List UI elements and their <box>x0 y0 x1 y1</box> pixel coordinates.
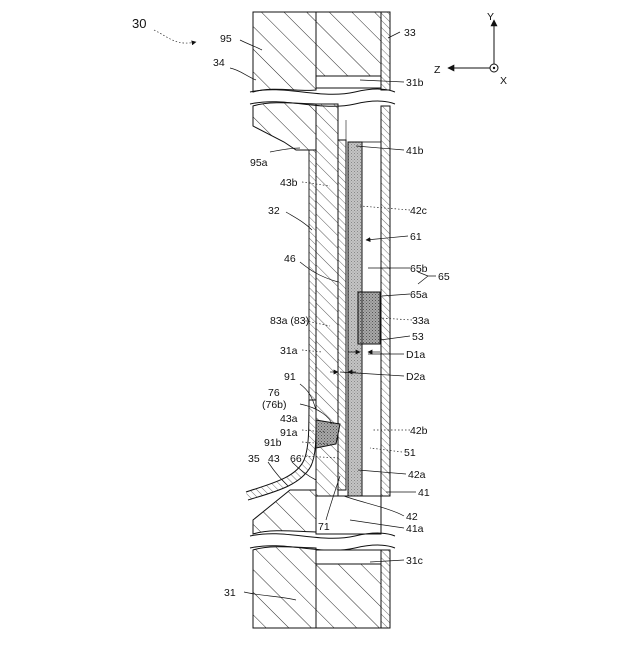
label-41a: 41a <box>406 523 424 535</box>
label-41: 41 <box>418 487 430 499</box>
label-43a: 43a <box>280 413 298 425</box>
label-83a: 83a (83) <box>270 315 309 327</box>
label-65a: 65a <box>410 289 428 301</box>
cover-33-bottom <box>381 550 390 628</box>
label-34: 34 <box>213 57 225 69</box>
wedge-91 <box>316 420 340 448</box>
label-51: 51 <box>404 447 416 459</box>
label-53: 53 <box>412 331 424 343</box>
label-76b: (76b) <box>262 399 287 411</box>
part-31-bottom-right <box>316 564 381 628</box>
label-65: 65 <box>438 271 450 283</box>
label-42c: 42c <box>410 205 427 217</box>
film-32 <box>309 150 316 400</box>
top-block <box>253 12 390 92</box>
label-33a: 33a <box>412 315 430 327</box>
label-42: 42 <box>406 511 418 523</box>
label-42b: 42b <box>410 425 428 437</box>
housing-lower <box>253 490 316 534</box>
label-33: 33 <box>404 27 416 39</box>
label-30: 30 <box>132 16 146 31</box>
label-65b: 65b <box>410 263 428 275</box>
label-71: 71 <box>318 521 330 533</box>
label-32: 32 <box>268 205 280 217</box>
label-D1a: D1a <box>406 349 425 361</box>
cover-33-mid <box>381 106 390 496</box>
label-95a: 95a <box>250 157 268 169</box>
label-66: 66 <box>290 453 302 465</box>
axis-x-label: X <box>500 75 507 87</box>
cover-33-top <box>381 12 390 90</box>
axis-z-label: Z <box>434 64 441 76</box>
label-41b: 41b <box>406 145 424 157</box>
label-76: 76 <box>268 387 280 399</box>
label-91: 91 <box>284 371 296 383</box>
label-31b: 31b <box>406 77 424 89</box>
part-31-top <box>316 12 381 76</box>
housing-95-top <box>253 12 316 92</box>
label-31c: 31c <box>406 555 423 567</box>
label-35: 35 <box>248 453 260 465</box>
label-D2a: D2a <box>406 371 425 383</box>
label-43: 43 <box>268 453 280 465</box>
step-31b <box>316 76 381 88</box>
plate-46 <box>338 140 346 490</box>
label-43b: 43b <box>280 177 298 189</box>
label-46: 46 <box>284 253 296 265</box>
label-31a: 31a <box>280 345 298 357</box>
label-42a: 42a <box>408 469 426 481</box>
label-91a: 91a <box>280 427 298 439</box>
main-assembly <box>309 104 381 498</box>
label-95: 95 <box>220 33 232 45</box>
bottom-block <box>253 547 390 628</box>
part-31-bottom <box>253 547 316 628</box>
axis-y-label: Y <box>487 11 494 23</box>
axes-indicator: Y Z X <box>434 11 507 87</box>
lower-housing <box>253 490 381 534</box>
label-31: 31 <box>224 587 236 599</box>
block-65 <box>358 292 380 344</box>
label-61: 61 <box>410 231 422 243</box>
label-91b: 91b <box>264 437 282 449</box>
housing-95-lower <box>253 103 316 150</box>
